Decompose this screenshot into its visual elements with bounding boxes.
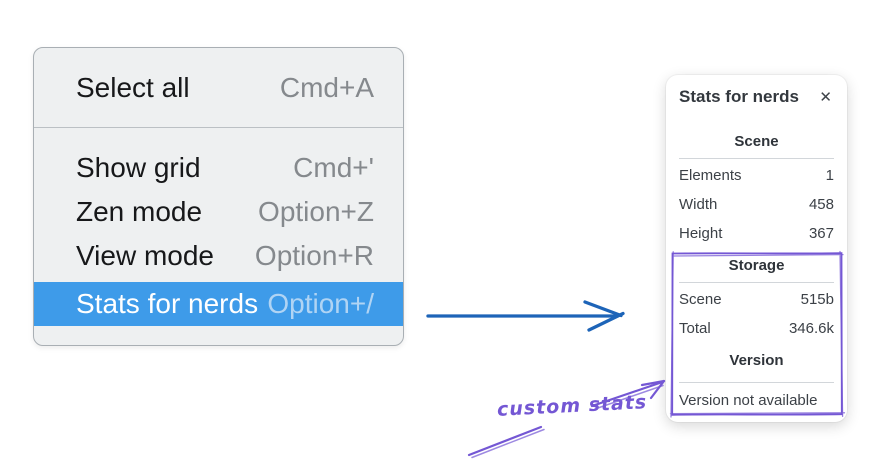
menu-item-shortcut: Option+/ [267,288,374,319]
stats-panel-title: Stats for nerds [679,87,799,106]
stat-value: 458 [808,196,834,213]
annotation-label: custom stats [496,391,648,421]
menu-item-shortcut: Option+R [254,240,374,271]
stat-label: Width [679,196,718,213]
stat-row-width: Width 458 [679,190,834,219]
version-note: Version not available [679,392,818,409]
menu-item-view-mode[interactable]: View mode Option+R [34,234,403,278]
menu-item-label: Select all [76,72,190,103]
stat-label: Scene [679,291,722,308]
stats-panel: Stats for nerds ✕ Scene Elements 1 Width… [666,75,847,422]
flow-arrow [426,300,625,332]
stat-row-elements: Elements 1 [679,161,834,190]
stat-label: Total [679,320,711,337]
section-divider [679,158,834,159]
menu-item-show-grid[interactable]: Show grid Cmd+' [34,146,403,190]
close-icon[interactable]: ✕ [819,88,832,106]
stats-panel-header: Stats for nerds ✕ [679,87,834,107]
stat-row-total-storage: Total 346.6k [679,314,834,343]
menu-item-label: Stats for nerds [76,288,259,319]
menu-item-zen-mode[interactable]: Zen mode Option+Z [34,190,403,234]
menu-item-shortcut: Cmd+A [279,72,374,103]
stat-value: 1 [825,167,834,184]
menu-item-stats-for-nerds[interactable]: Stats for nerds Option+/ [34,282,403,326]
storage-stat-rows: Scene 515b Total 346.6k [679,285,834,343]
stat-row-height: Height 367 [679,219,834,248]
stat-value: 515b [800,291,834,308]
section-header-version: Version [729,352,784,369]
menu-item-label: Show grid [76,152,201,183]
stat-label: Elements [679,167,742,184]
menu-divider [34,127,403,128]
context-menu: Select all Cmd+A Show grid Cmd+' Zen mod… [33,47,404,346]
section-header-scene: Scene [734,133,779,150]
stat-row-scene-storage: Scene 515b [679,285,834,314]
menu-item-label: View mode [76,240,215,271]
section-divider [679,382,834,383]
stat-value: 346.6k [788,320,834,337]
stat-label: Height [679,225,723,242]
stat-value: 367 [808,225,834,242]
section-header-storage: Storage [728,257,785,274]
menu-item-shortcut: Cmd+' [293,152,374,183]
menu-item-label: Zen mode [76,196,203,227]
section-divider [679,282,834,283]
scene-stat-rows: Elements 1 Width 458 Height 367 [679,161,834,248]
menu-item-select-all[interactable]: Select all Cmd+A [34,66,403,110]
menu-item-shortcut: Option+Z [258,196,374,227]
